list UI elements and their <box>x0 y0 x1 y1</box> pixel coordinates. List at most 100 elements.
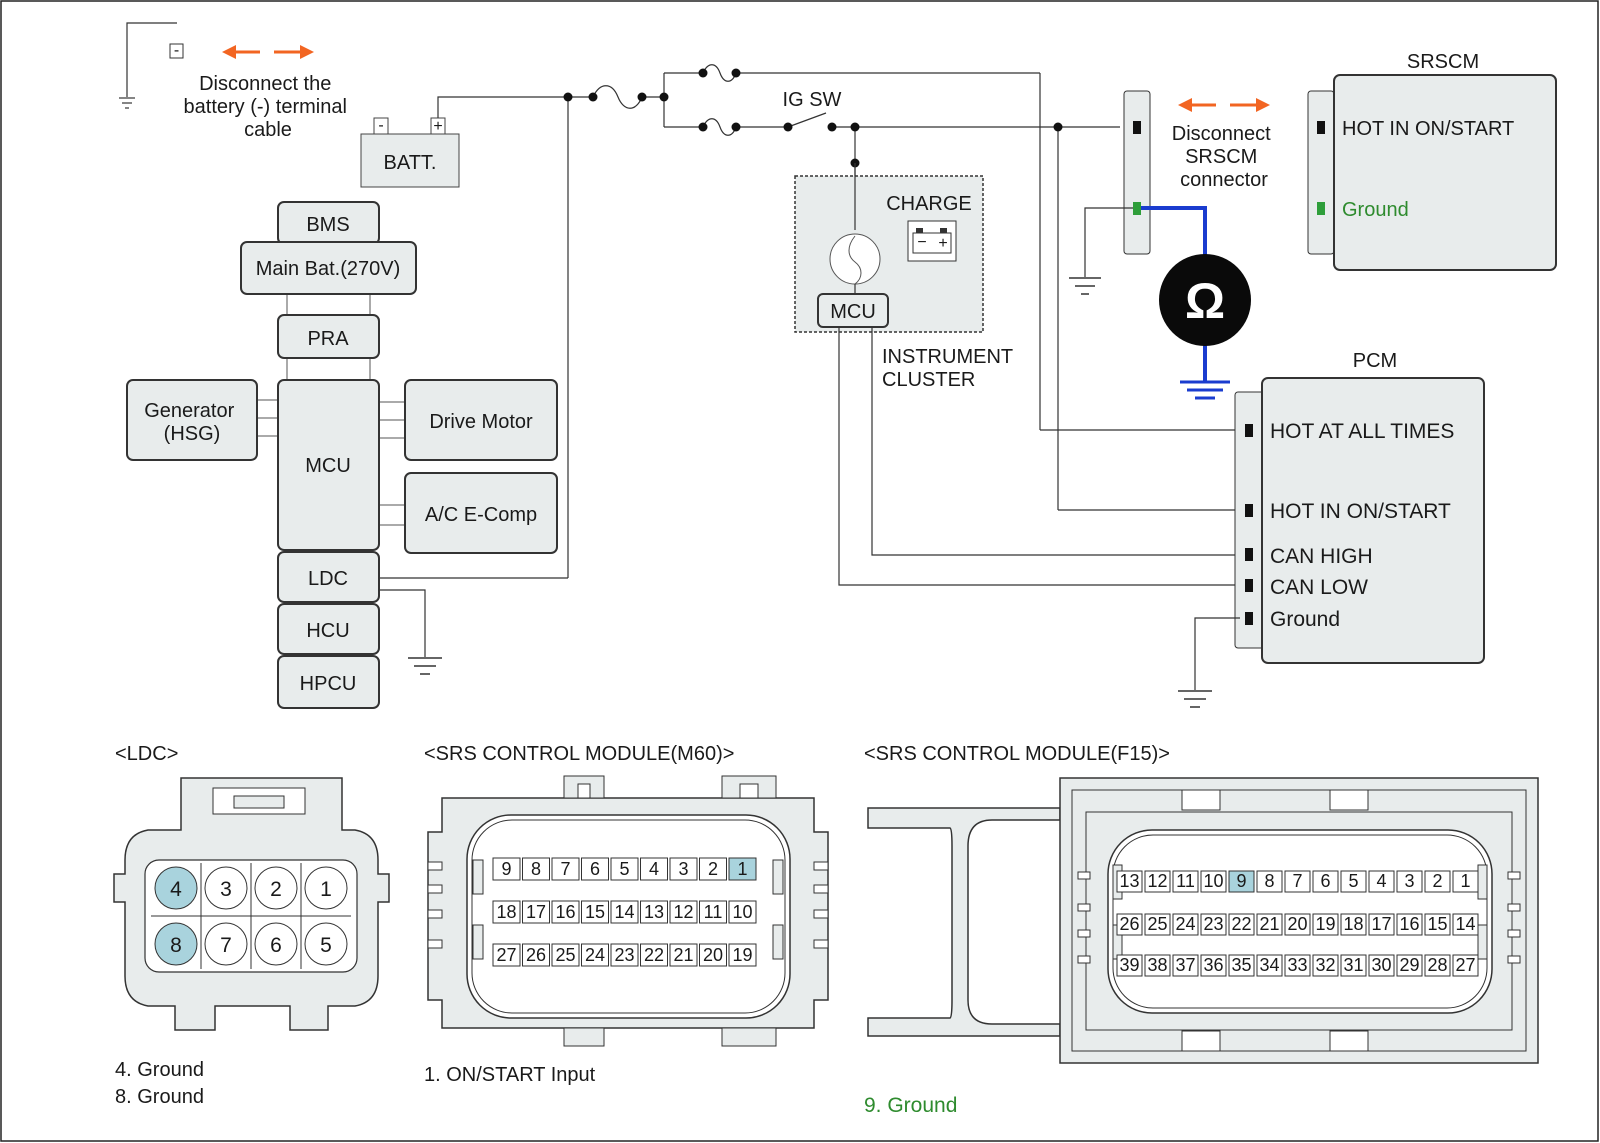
m60-pin-label-1: 1 <box>737 859 747 879</box>
f15-pin-label-37: 37 <box>1175 955 1195 975</box>
ldc-pin-label-8: 8 <box>170 934 182 957</box>
m60-pin-4 <box>640 857 668 881</box>
m60-pin-label-19: 19 <box>732 945 752 965</box>
m60-pin-label-25: 25 <box>555 945 575 965</box>
ldc-pin-label-5: 5 <box>320 934 332 957</box>
f15-pin-label-35: 35 <box>1231 955 1251 975</box>
f15-pin-label-14: 14 <box>1455 914 1475 934</box>
f15-pin-label-13: 13 <box>1119 871 1139 891</box>
pcm-title: PCM <box>1353 350 1397 372</box>
srscm-title: SRSCM <box>1407 51 1479 73</box>
srscm-connector <box>1069 90 1151 295</box>
battery-ground-wire <box>126 22 177 97</box>
cluster-mcu-label: MCU <box>830 301 876 323</box>
m60-pin-label-7: 7 <box>560 859 570 879</box>
m60-pin-1 <box>728 857 757 881</box>
pcm-pin-hot-at-all-times: HOT AT ALL TIMES <box>1270 420 1454 443</box>
m60-pin-13 <box>640 900 668 924</box>
ohmmeter-icon <box>1159 254 1251 346</box>
f15-pin-label-7: 7 <box>1292 871 1302 891</box>
f15-pin-22 <box>1228 913 1255 936</box>
hcu-block <box>277 603 380 655</box>
f15-pin-36 <box>1200 954 1227 977</box>
f15-pin-label-32: 32 <box>1315 955 1335 975</box>
f15-pin-27 <box>1452 954 1479 977</box>
f15-pin-26 <box>1116 913 1143 936</box>
f15-pin-21 <box>1256 913 1283 936</box>
ldc-pin-label-4: 4 <box>170 878 182 901</box>
f15-pin-label-16: 16 <box>1399 914 1419 934</box>
f15-pin-label-10: 10 <box>1203 871 1223 891</box>
f15-pin-15 <box>1424 913 1451 936</box>
battery-box <box>360 133 460 188</box>
f15-pin-10 <box>1200 870 1227 893</box>
ldc-note-4: 4. Ground <box>115 1059 204 1081</box>
f15-pin-label-39: 39 <box>1119 955 1139 975</box>
m60-pin-15 <box>581 900 609 924</box>
m60-pin-label-9: 9 <box>501 859 511 879</box>
ldc-pin-label-2: 2 <box>270 878 282 901</box>
battery-disconnect-note: Disconnect the battery (-) terminal cabl… <box>184 73 353 141</box>
f15-pin-label-21: 21 <box>1259 914 1279 934</box>
f15-pin-label-30: 30 <box>1371 955 1391 975</box>
m60-pin-label-13: 13 <box>644 902 664 922</box>
ground-icon <box>119 97 135 109</box>
srscm-disconnect-group: Disconnect SRSCM connector <box>1172 98 1271 191</box>
f15-pin-label-1: 1 <box>1460 871 1470 891</box>
m60-pin-11 <box>699 900 727 924</box>
f15-pin-38 <box>1144 954 1171 977</box>
cluster-charge-label: CHARGE <box>886 193 972 215</box>
m60-pin-25 <box>551 943 580 967</box>
f15-pin-label-20: 20 <box>1287 914 1307 934</box>
m60-pin-22 <box>640 943 668 967</box>
hybrid-blocks: BMS Main Bat.(270V) PRA Generator (HSG) … <box>126 201 558 709</box>
m60-pin-label-6: 6 <box>590 859 600 879</box>
f15-pin-14 <box>1452 913 1479 936</box>
bms-label: BMS <box>306 214 349 236</box>
m60-pin-18 <box>492 900 521 924</box>
ldc-pin-8 <box>154 922 198 966</box>
f15-pin-label-26: 26 <box>1119 914 1139 934</box>
m60-pin-label-20: 20 <box>703 945 723 965</box>
m60-pin-23 <box>610 943 639 967</box>
ldc-pin-5 <box>304 922 348 966</box>
generator-label: Generator (HSG) <box>144 400 240 445</box>
m60-pin-label-22: 22 <box>644 945 664 965</box>
ground-icon <box>1180 380 1230 400</box>
ldc-pin-label-3: 3 <box>220 878 232 901</box>
svg-text:+: + <box>938 235 947 252</box>
ldc-pin-6 <box>254 922 298 966</box>
m60-pin-label-23: 23 <box>614 945 634 965</box>
ig-switch-label: IG SW <box>783 89 842 111</box>
ground-icon <box>408 657 442 675</box>
m60-pin-label-21: 21 <box>673 945 693 965</box>
f15-pin-label-8: 8 <box>1264 871 1274 891</box>
srscm-hot-in-label: HOT IN ON/START <box>1342 118 1514 140</box>
f15-note: 9. Ground <box>864 1094 957 1117</box>
m60-pin-26 <box>522 943 550 967</box>
ac-ecomp-block <box>404 472 558 554</box>
svg-text:−: − <box>917 234 926 251</box>
m60-pin-12 <box>669 900 698 924</box>
pra-label: PRA <box>307 328 349 350</box>
ohmmeter-symbol: Ω <box>1185 273 1225 329</box>
f15-pin-25 <box>1144 913 1171 936</box>
f15-pin-19 <box>1312 913 1339 936</box>
m60-pin-16 <box>551 900 580 924</box>
f15-pin-label-15: 15 <box>1427 914 1447 934</box>
f15-pin-label-27: 27 <box>1455 955 1475 975</box>
m60-pin-label-11: 11 <box>704 902 723 922</box>
m60-pin-6 <box>581 857 609 881</box>
battery-disconnect-group: - Disconnect the battery (-) terminal ca… <box>119 22 568 188</box>
f15-pin-33 <box>1284 954 1311 977</box>
cluster-mcu-block <box>817 293 889 328</box>
ldc-pin-1 <box>304 866 348 910</box>
m60-pin-label-2: 2 <box>708 859 718 879</box>
battery-warning-icon: − + <box>907 220 957 262</box>
m60-pin-10 <box>728 900 757 924</box>
